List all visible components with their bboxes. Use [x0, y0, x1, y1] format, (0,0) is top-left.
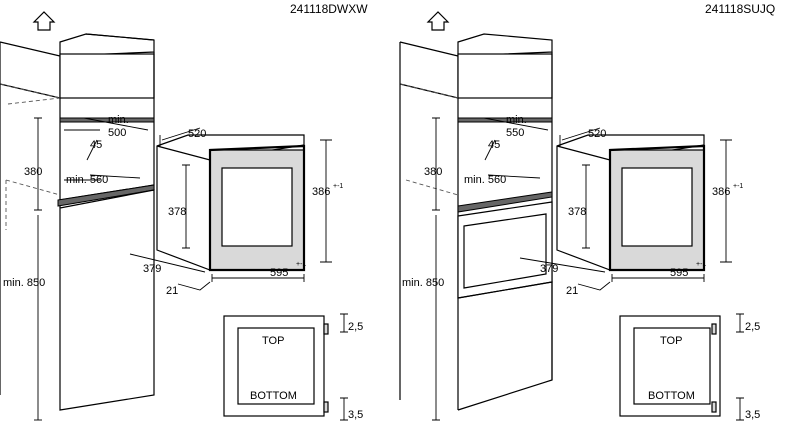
- oven-inner-height-label-right: 378: [568, 206, 586, 218]
- top-gap-label-right: 2,5: [745, 321, 760, 333]
- fitting-detail-right: TOP BOTTOM 2,5 3,5: [619, 313, 760, 421]
- oven-depth-label-right: 520: [588, 128, 606, 140]
- min-width-label-right: min. 560: [464, 174, 506, 186]
- panel-offset-label-right: 21: [566, 285, 578, 297]
- oven-height-label-right: 386: [712, 186, 730, 198]
- model-code-left: 241118DWXW: [290, 2, 368, 16]
- min-width-label-left: min. 560: [66, 174, 108, 186]
- oven-right: [556, 134, 706, 272]
- bottom-label-left: BOTTOM: [250, 390, 297, 402]
- angle-label-right: 45: [488, 139, 500, 151]
- top-label-right: TOP: [660, 335, 682, 347]
- oven-left: [156, 134, 306, 272]
- oven-width-tol-right: +-1: [696, 261, 706, 268]
- oven-width-tol-left: +-1: [296, 261, 306, 268]
- drawer-oven-right: [457, 201, 553, 411]
- fitting-detail-left: TOP BOTTOM 2,5 3,5: [223, 313, 363, 421]
- angle-label-left: 45: [90, 139, 102, 151]
- up-arrow-icon: [426, 11, 450, 31]
- cavity-height-label-left: 380: [24, 166, 42, 178]
- depth-label-left: 500: [108, 127, 126, 139]
- up-arrow-icon: [32, 11, 56, 31]
- bottom-label-right: BOTTOM: [648, 390, 695, 402]
- oven-height-label-left: 386: [312, 186, 330, 198]
- oven-height-tol-left: +-1: [333, 183, 343, 190]
- cavity-height-label-right: 380: [424, 166, 442, 178]
- panel-offset-label-left: 21: [166, 285, 178, 297]
- min-label-right: min.: [506, 114, 527, 126]
- panel-depth-label-left: 379: [143, 263, 161, 275]
- oven-width-label-left: 595: [270, 267, 288, 279]
- floor-height-label-right: min. 850: [402, 277, 444, 289]
- oven-height-tol-right: +-1: [733, 183, 743, 190]
- panel-left: 241118DWXW min. 50: [0, 2, 368, 421]
- min-label-left: min.: [108, 114, 129, 126]
- oven-depth-label-left: 520: [188, 128, 206, 140]
- panel-depth-label-right: 379: [540, 263, 558, 275]
- depth-label-right: 550: [506, 127, 524, 139]
- top-label-left: TOP: [262, 335, 284, 347]
- oven-width-label-right: 595: [670, 267, 688, 279]
- oven-inner-height-label-left: 378: [168, 206, 186, 218]
- bottom-gap-label-right: 3,5: [745, 409, 760, 421]
- bottom-gap-label-left: 3,5: [348, 409, 363, 421]
- floor-height-label-left: min. 850: [3, 277, 45, 289]
- panel-right: 241118SUJQ min. 550 45 380 min. 560 min.…: [399, 2, 775, 421]
- top-gap-label-left: 2,5: [348, 321, 363, 333]
- model-code-right: 241118SUJQ: [705, 2, 775, 16]
